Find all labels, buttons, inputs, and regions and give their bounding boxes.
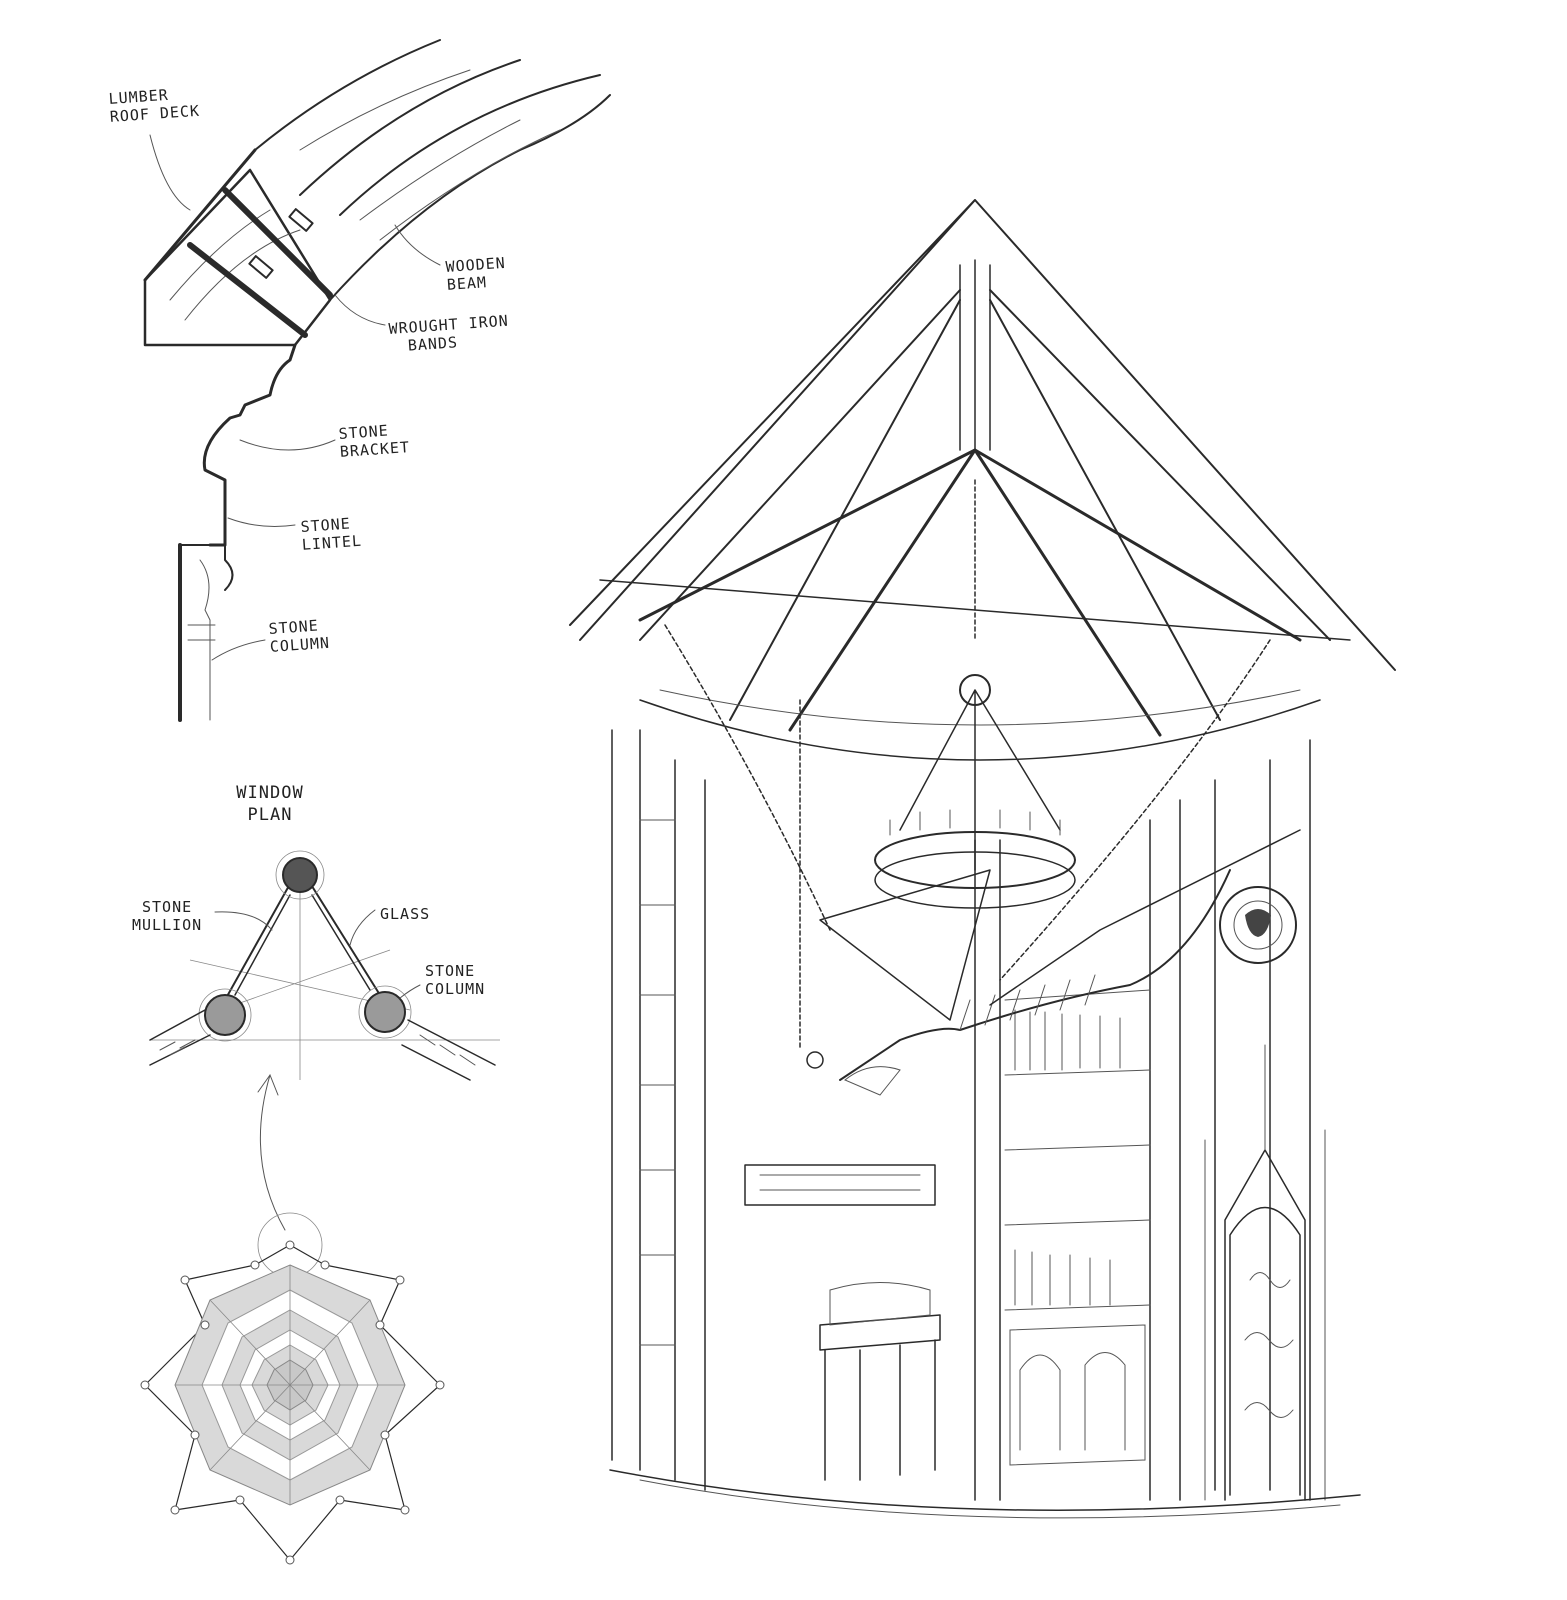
window-plan-title: WINDOW PLAN xyxy=(225,782,315,826)
label-plan-stone-column-line1: STONE xyxy=(425,962,476,980)
label-glass-text: GLASS xyxy=(380,905,431,923)
label-stone-mullion-line2: MULLION xyxy=(132,916,203,934)
window-plan-title-line2: PLAN xyxy=(247,805,293,825)
tower-interior-sketch xyxy=(569,199,1396,1519)
beam-cornice-detail xyxy=(143,39,611,722)
octagon-floor-plan xyxy=(140,1212,445,1565)
label-stone-lintel: STONE LINTEL xyxy=(300,514,363,554)
label-stone-bracket: STONE BRACKET xyxy=(338,420,411,461)
label-wooden-beam: WOODEN BEAM xyxy=(445,254,508,294)
label-glass: GLASS xyxy=(380,905,430,923)
label-roof-deck: LUMBER ROOF DECK xyxy=(108,84,201,126)
label-stone-column: STONE COLUMN xyxy=(268,616,331,656)
label-stone-mullion-line1: STONE xyxy=(142,898,193,916)
window-plan-diagram xyxy=(149,850,500,1231)
label-plan-stone-column: STONE COLUMN xyxy=(425,962,485,998)
window-plan-title-line1: WINDOW xyxy=(236,783,304,803)
label-plan-stone-column-line2: COLUMN xyxy=(425,980,486,998)
label-stone-mullion: STONE MULLION xyxy=(132,898,202,934)
